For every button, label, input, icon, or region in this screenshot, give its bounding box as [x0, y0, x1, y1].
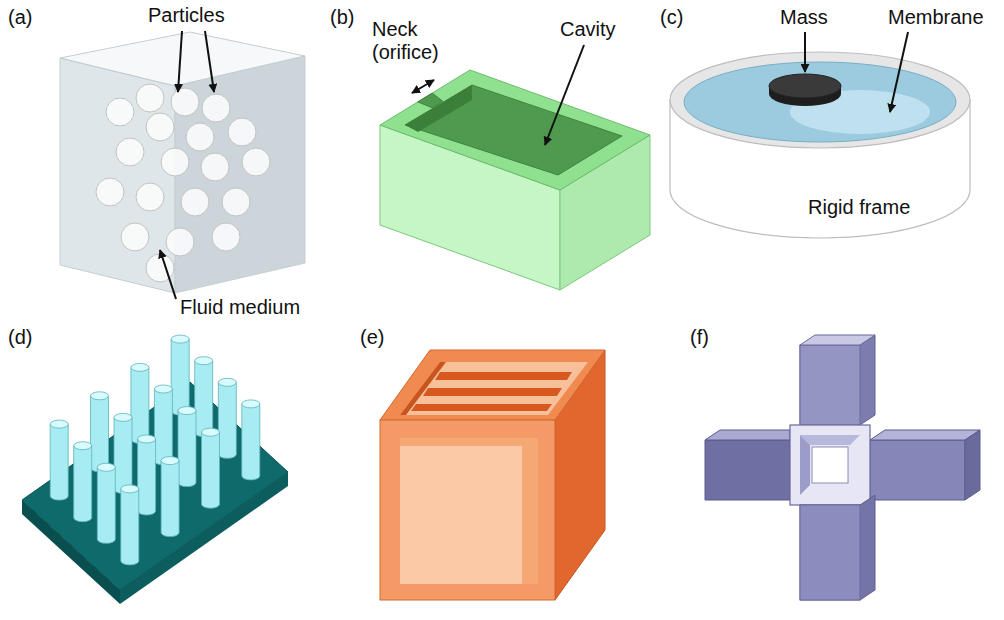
particle — [161, 148, 189, 176]
pillar — [178, 407, 196, 487]
panel-letter: (d) — [8, 326, 32, 349]
pillar — [242, 400, 260, 480]
unit-inner-ledge — [400, 438, 538, 446]
unit-top-opening — [400, 362, 588, 415]
particle — [202, 94, 230, 122]
pillar — [154, 385, 172, 465]
cross-tube-unit — [705, 335, 980, 600]
coil-fin — [435, 372, 572, 380]
tube-arm-right — [870, 440, 965, 500]
leader-arrow — [890, 32, 908, 112]
tube-center-inner — [800, 435, 860, 445]
leader-arrow — [160, 250, 176, 299]
particle — [222, 188, 250, 216]
pillar — [74, 442, 92, 522]
pillar — [91, 392, 109, 472]
tube-arm-right-end — [965, 430, 980, 500]
particle — [121, 223, 149, 251]
particle — [242, 148, 270, 176]
tube-arm-bottom — [800, 495, 875, 600]
panel-letter: (f) — [690, 326, 709, 349]
panel-letter: (c) — [660, 6, 683, 29]
particle — [212, 223, 240, 251]
resonator-rim — [380, 70, 650, 190]
pillar — [50, 420, 68, 500]
coil-fin — [423, 388, 562, 396]
pillar — [161, 457, 179, 537]
pillar — [195, 357, 213, 437]
particle — [136, 183, 164, 211]
frame-rim — [670, 52, 970, 148]
pillar — [138, 435, 156, 515]
particle — [116, 138, 144, 166]
part-label: Membrane — [888, 6, 984, 29]
cube-top-face — [60, 32, 305, 86]
particle — [96, 178, 124, 206]
leader-arrow — [178, 31, 182, 92]
particle — [228, 118, 256, 146]
tube-arm-left-top — [705, 430, 790, 440]
particle — [171, 88, 199, 116]
particle — [106, 98, 134, 126]
cavity-floor — [405, 85, 622, 175]
particles — [96, 84, 270, 282]
leader-arrow — [545, 45, 584, 145]
tube-center-window — [812, 447, 848, 483]
tube-arm-top-end — [800, 335, 875, 345]
unit-top-rim — [380, 350, 605, 420]
coil-wall — [400, 362, 446, 415]
panel-letter: (e) — [360, 326, 384, 349]
part-label: Fluid medium — [180, 296, 300, 319]
pillar — [202, 428, 220, 508]
coil-fin — [411, 404, 552, 411]
tube-arm-top-face — [800, 345, 860, 425]
pillar — [218, 378, 236, 458]
phononic-plate — [22, 335, 288, 604]
particle — [181, 188, 209, 216]
panel-letter: (b) — [330, 6, 354, 29]
pillar — [131, 363, 149, 443]
cube-left-face — [60, 58, 175, 293]
part-label: Cavity — [560, 18, 616, 41]
part-label: Rigid frame — [808, 196, 910, 219]
dimension-arrow — [412, 80, 434, 93]
particle — [166, 228, 194, 256]
leader-arrow — [205, 31, 214, 92]
plate-top — [22, 382, 288, 590]
pillar — [171, 335, 189, 415]
unit-front-face — [380, 420, 555, 600]
tube-arm-top — [800, 335, 875, 425]
tube-center-inner — [800, 435, 810, 495]
membrane-resonator — [670, 32, 970, 238]
mass-disk — [769, 74, 841, 98]
fluid-cube — [60, 31, 305, 299]
particle — [201, 153, 229, 181]
membrane-shape — [684, 62, 956, 142]
particle — [186, 123, 214, 151]
part-label: Neck (orifice) — [372, 18, 464, 64]
pillar — [97, 463, 115, 543]
leader-arrow — [804, 32, 806, 72]
tube-arm-right-top — [870, 430, 980, 440]
coiled-space-unit — [380, 350, 605, 600]
neck-opening — [418, 93, 443, 108]
pillar — [114, 413, 132, 493]
tube-arm-left — [705, 440, 790, 500]
part-label: Particles — [148, 4, 225, 27]
unit-interior — [400, 438, 538, 584]
particle — [146, 113, 174, 141]
tube-arm-bottom-face — [800, 505, 860, 600]
helmholtz-resonator — [380, 45, 650, 290]
particle — [136, 84, 164, 112]
unit-inner-wall — [522, 446, 538, 584]
part-label: Mass — [780, 6, 828, 29]
tube-center-frame — [790, 425, 870, 505]
pillar — [121, 485, 139, 565]
panel-letter: (a) — [8, 6, 32, 29]
